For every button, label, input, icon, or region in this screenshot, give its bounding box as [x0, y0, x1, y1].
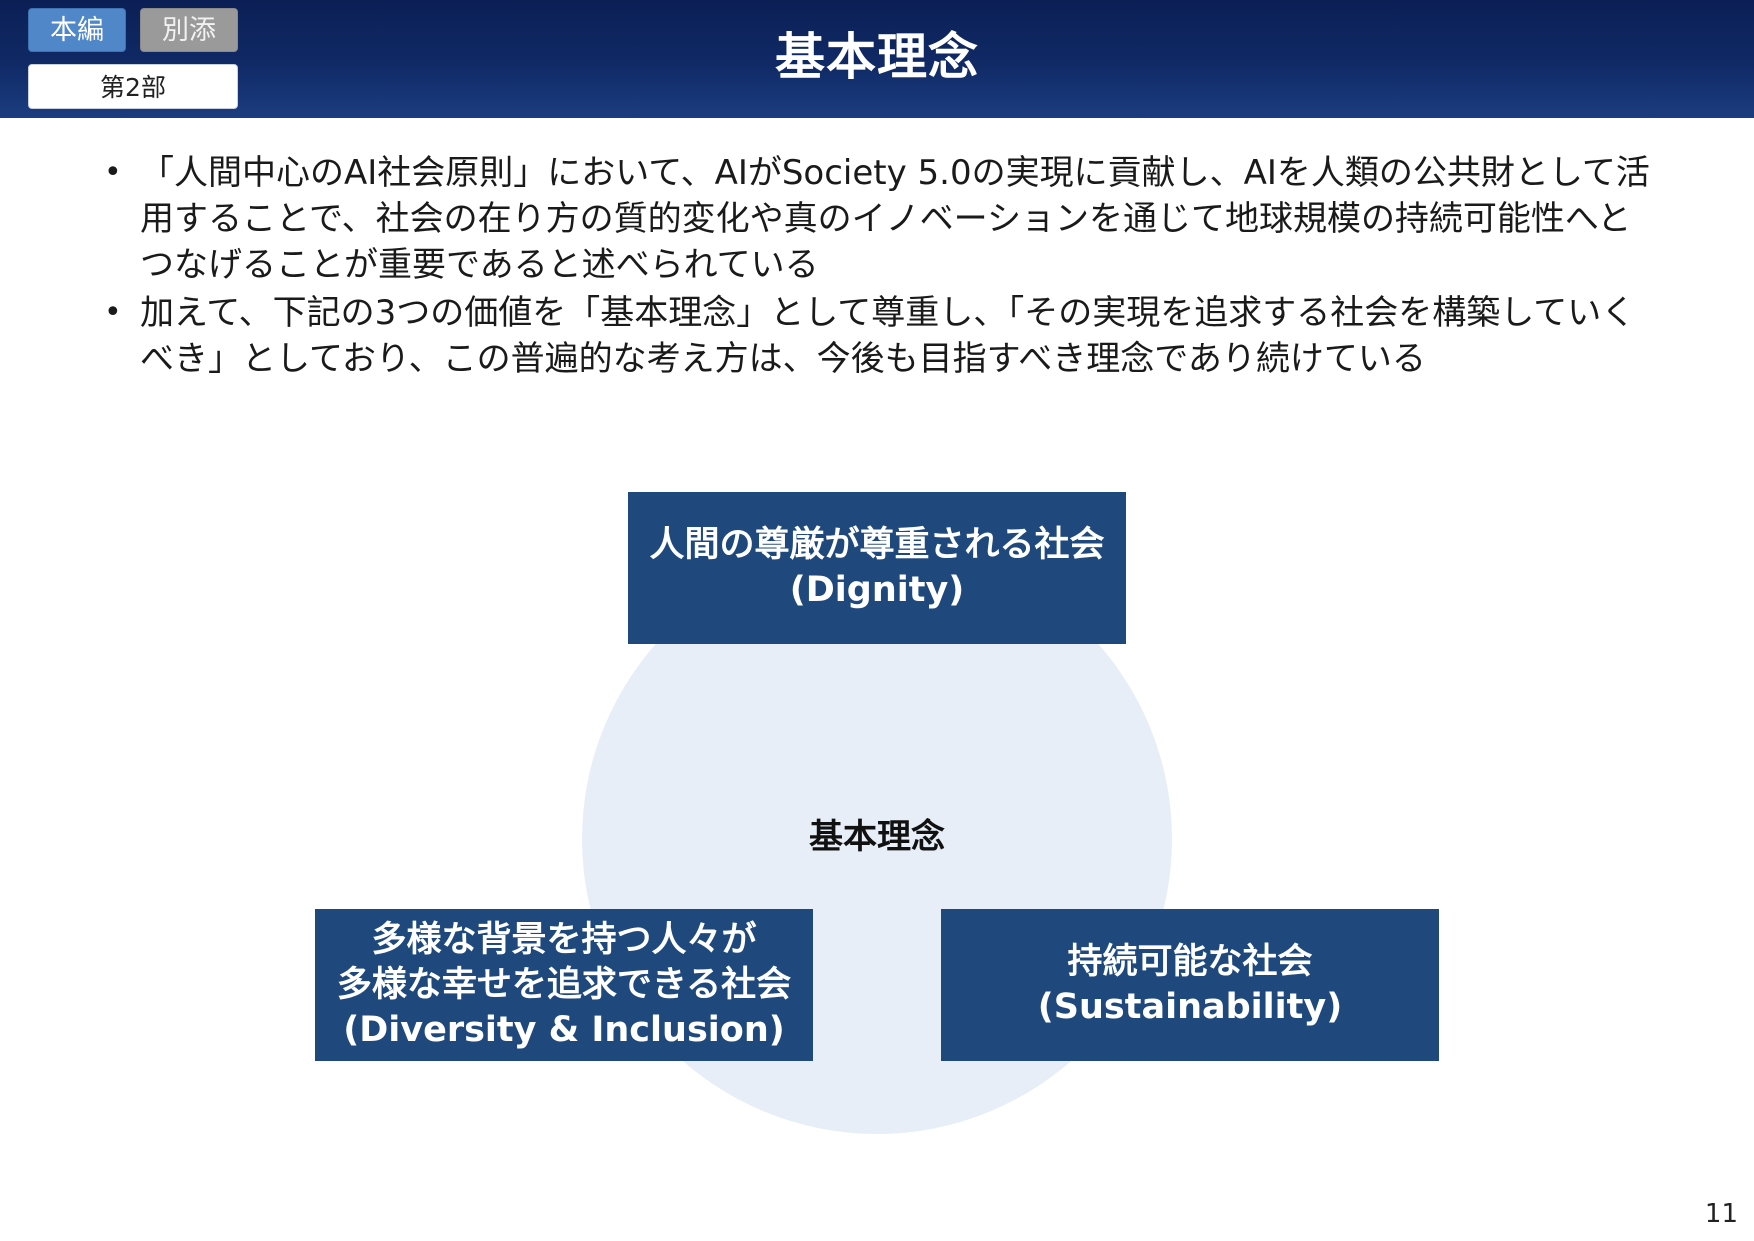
tab-annex[interactable]: 別添 — [140, 8, 238, 52]
value-box-diversity: 多様な背景を持つ人々が 多様な幸せを追求できる社会 (Diversity & I… — [315, 909, 813, 1061]
bullet-dot: • — [104, 295, 122, 330]
value-title: 多様な幸せを追求できる社会 — [336, 964, 792, 1005]
value-title: 持続可能な社会 — [1067, 942, 1313, 982]
value-english: (Sustainability) — [1037, 987, 1343, 1027]
value-box-dignity: 人間の尊厳が尊重される社会 (Dignity) — [628, 492, 1126, 644]
page-title: 基本理念 — [775, 28, 979, 86]
tab-main[interactable]: 本編 — [28, 8, 126, 52]
part-label: 第2部 — [28, 64, 238, 109]
page-number: 11 — [1704, 1199, 1738, 1229]
bullet-item: • 加えて、下記の3つの価値を「基本理念」として尊重し、「その実現を追求する社会… — [100, 290, 1660, 382]
concept-center-label: 基本理念 — [809, 817, 945, 857]
value-english: (Dignity) — [789, 570, 965, 610]
value-title: 多様な背景を持つ人々が — [371, 919, 757, 960]
bullet-text: 加えて、下記の3つの価値を「基本理念」として尊重し、「その実現を追求する社会を構… — [140, 293, 1636, 379]
bullet-dot: • — [104, 155, 122, 190]
bullet-list: • 「人間中心のAI社会原則」において、AIがSociety 5.0の実現に貢献… — [100, 150, 1660, 384]
value-english: (Diversity & Inclusion) — [343, 1009, 785, 1050]
value-box-sustainability: 持続可能な社会 (Sustainability) — [941, 909, 1439, 1061]
header-bar: 本編 別添 第2部 基本理念 — [0, 0, 1754, 118]
bullet-item: • 「人間中心のAI社会原則」において、AIがSociety 5.0の実現に貢献… — [100, 150, 1660, 288]
value-title: 人間の尊厳が尊重される社会 — [649, 525, 1105, 565]
bullet-text: 「人間中心のAI社会原則」において、AIがSociety 5.0の実現に貢献し、… — [140, 153, 1650, 285]
